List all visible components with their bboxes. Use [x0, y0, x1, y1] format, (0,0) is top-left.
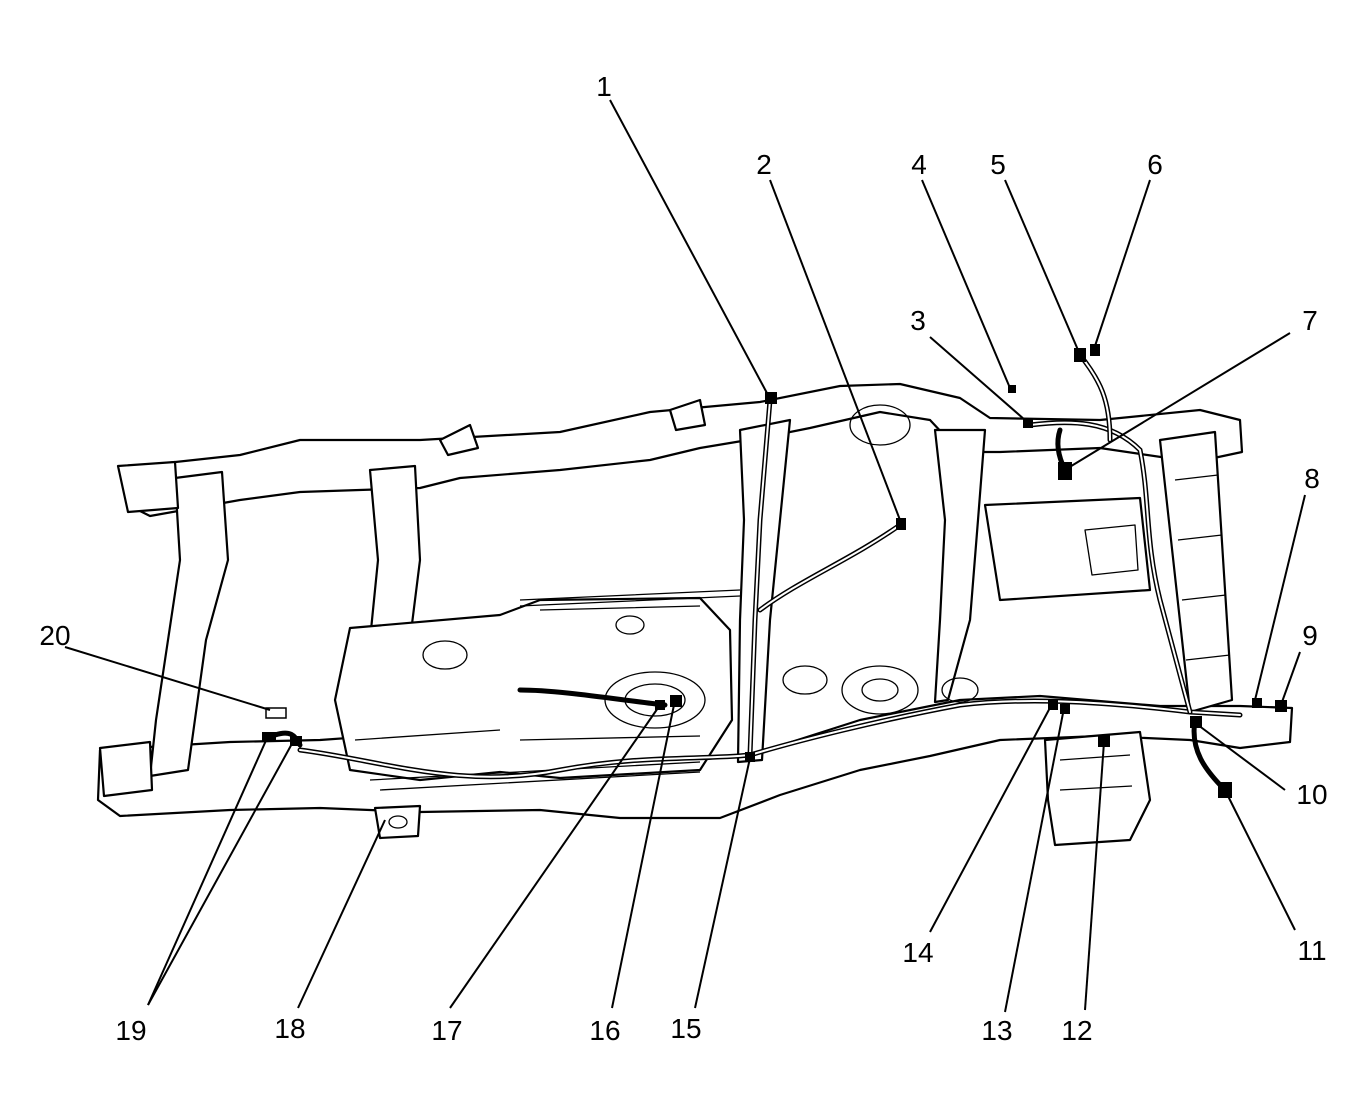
- chassis-wiring-harness: [262, 344, 1287, 798]
- callout-6: 6: [1147, 149, 1163, 180]
- callout-11: 11: [1297, 935, 1326, 966]
- callout-12: 12: [1061, 1015, 1092, 1046]
- callout-8: 8: [1304, 463, 1320, 494]
- callout-9: 9: [1302, 620, 1318, 651]
- callout-1: 1: [596, 71, 612, 102]
- frame-rail-upper: [118, 382, 1244, 518]
- callout-20: 20: [39, 620, 70, 651]
- callout-labels: 1 2 3 4 5 6 7 8 9 10 11 12 13 14 15 16 1…: [39, 71, 1327, 1046]
- callout-14: 14: [902, 937, 933, 968]
- crossmember-3: [933, 428, 987, 704]
- callout-13: 13: [981, 1015, 1012, 1046]
- callout-15: 15: [670, 1013, 701, 1044]
- callout-18: 18: [274, 1013, 305, 1044]
- callout-10: 10: [1296, 779, 1327, 810]
- vehicle-frame-illustration: [96, 382, 1294, 847]
- callout-2: 2: [756, 149, 772, 180]
- callout-16: 16: [589, 1015, 620, 1046]
- rear-plate: [983, 496, 1152, 602]
- callout-4: 4: [911, 149, 927, 180]
- callout-5: 5: [990, 149, 1006, 180]
- callout-3: 3: [910, 305, 926, 336]
- rear-crossmember: [1158, 430, 1234, 714]
- callout-7: 7: [1302, 305, 1318, 336]
- callout-leaders: [64, 99, 1306, 1013]
- callout-17: 17: [431, 1015, 462, 1046]
- callout-19: 19: [115, 1015, 146, 1046]
- front-crossmember: [148, 470, 230, 778]
